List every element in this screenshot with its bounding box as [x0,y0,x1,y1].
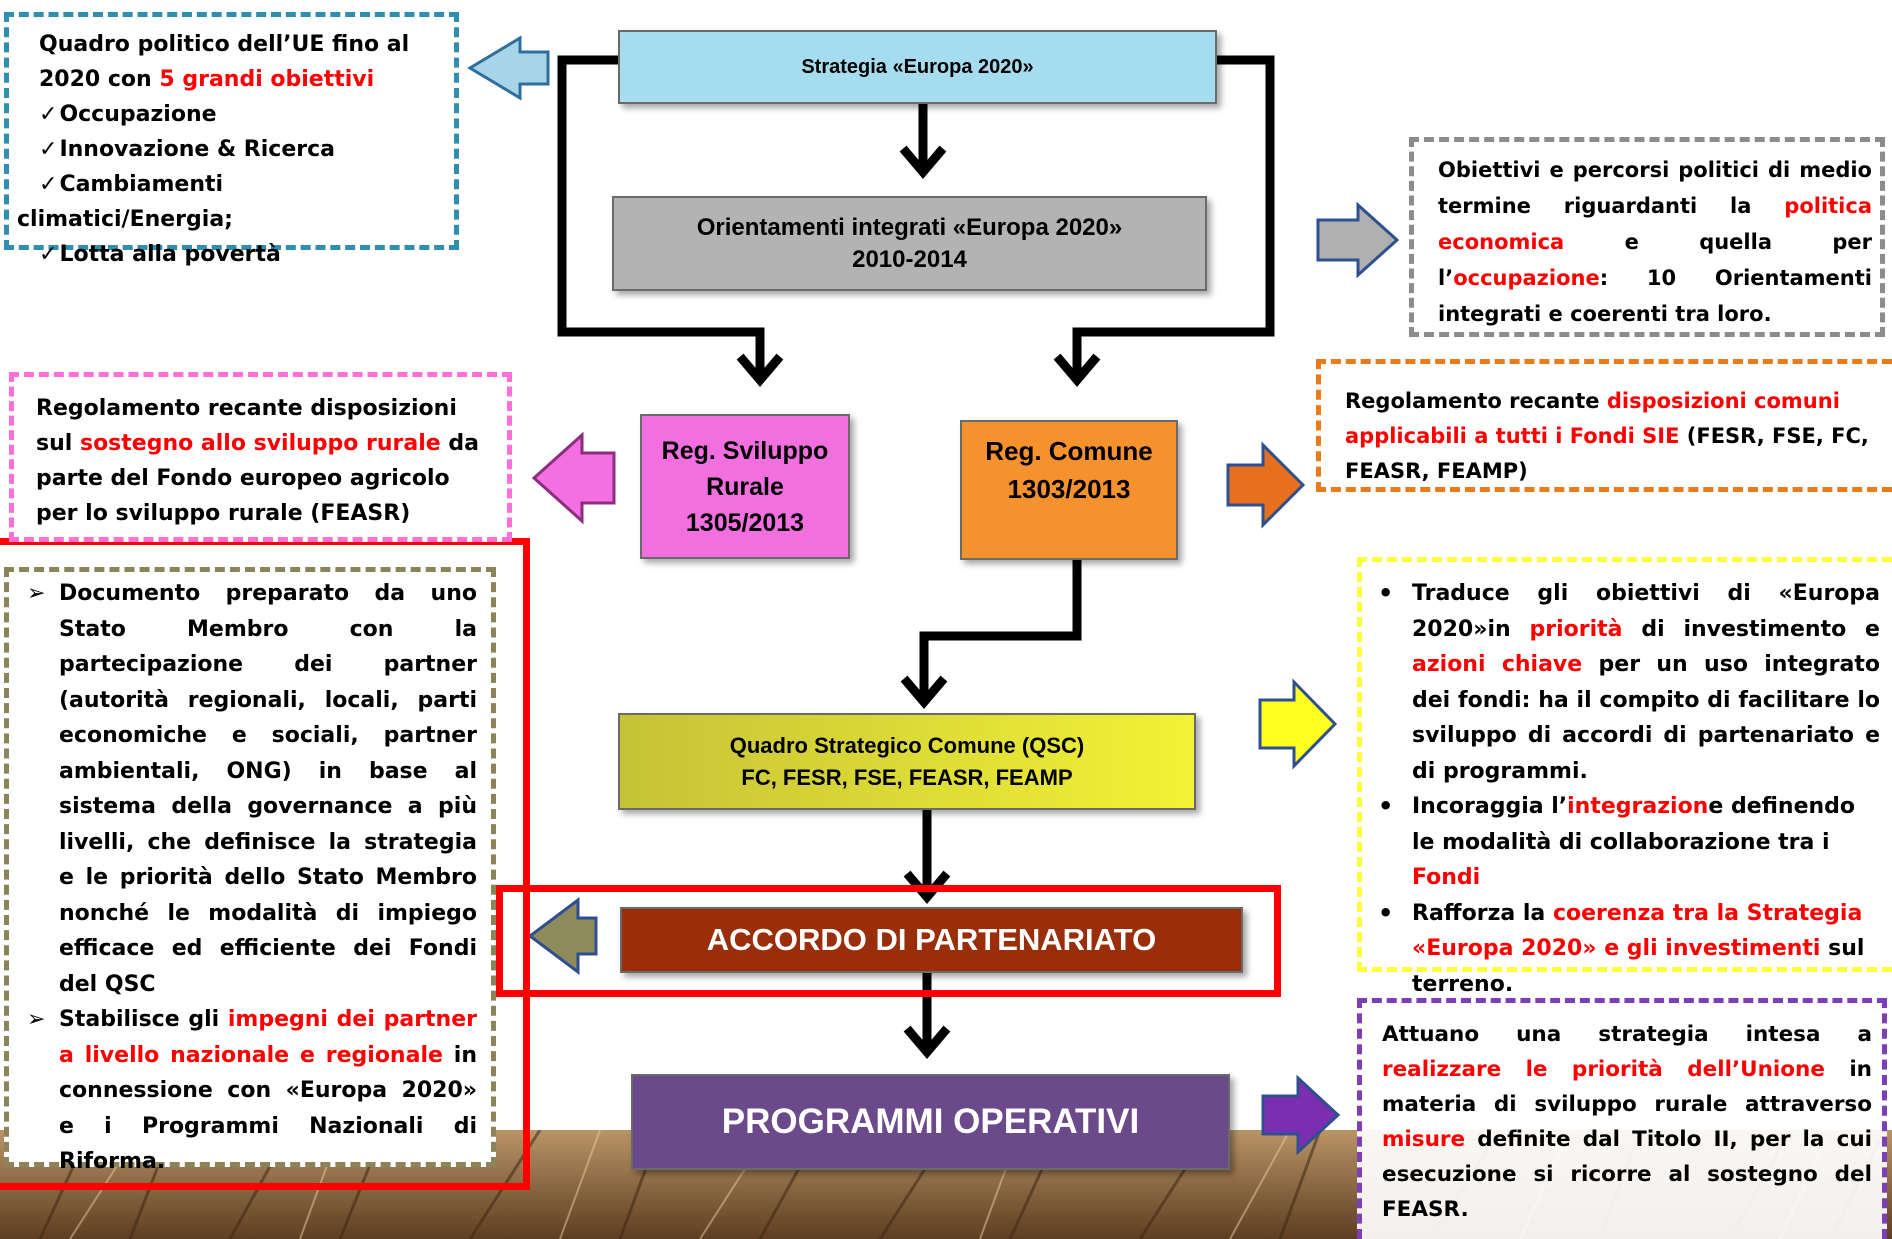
strategia-label: Strategia «Europa 2020» [801,55,1034,78]
quadro-politico-note: Quadro politico dell’UE fino al 2020 con… [4,12,459,267]
reg-comuni-highlight: disposizioni comuni applicabili a tutti … [1345,389,1840,448]
quadro-line2-text: 2020 con [39,67,160,92]
quadro-line1: Quadro politico dell’UE fino al [39,32,410,57]
attuano-text1: Attuano una strategia intesa a [1382,1022,1872,1047]
attuano-note: Attuano una strategia intesa a realizzar… [1357,998,1887,1239]
left-arrow-pink [531,431,616,525]
right-arrow-yellow [1258,678,1338,770]
traduce-bullets: Traduce gli obiettivi di «Europa 2020»in… [1362,576,1880,1002]
reg-sviluppo-line3: 1305/2013 [685,508,805,537]
traduce-b3-highlight: coerenza tra la Strategia «Europa 2020» … [1412,900,1863,962]
quadro-objective: Innovazione & Ricerca [39,132,440,167]
traduce-b1-highlight1: priorità [1529,616,1623,642]
traduce-bullet: Traduce gli obiettivi di «Europa 2020»in… [1362,576,1880,789]
qsc-line1: Quadro Strategico Comune (QSC) [729,732,1085,758]
documento-bullet: Stabilisce gli impegni dei partner a liv… [21,1002,477,1180]
traduce-b1-text2: di investimento e [1622,616,1880,642]
reg-comune-line2: 1303/2013 [1007,474,1131,504]
quadro-objectives-2: Lotta alla povertà [39,237,440,272]
reg-sostegno-highlight: sostegno allo sviluppo rurale [79,431,441,456]
orientamenti-years: 2010-2014 [852,245,967,273]
traduce-b1-text3: per un uso integrato dei fondi: ha il co… [1412,652,1880,784]
quadro-objective-cont: climatici/Energia; [17,207,233,232]
documento-bullets: Documento preparato da uno Stato Membro … [21,576,477,1180]
traduce-b2-highlight2: Fondi [1412,865,1481,890]
traduce-b2-highlight1: integrazion [1567,794,1709,819]
documento-b2-text2: in connessione con «Europa 2020» e i Pro… [59,1042,477,1175]
reg-comuni-text2: (FESR, FSE, FC, FEASR, FEAMP) [1345,424,1869,483]
orientamenti-title: Orientamenti integrati «Europa 2020» [696,213,1123,241]
quadro-objective: Lotta alla povertà [39,237,440,272]
reg-comune-line1: Reg. Comune [985,436,1153,466]
reg-sostegno-text2: da parte del Fondo europeo agricolo per … [36,431,479,526]
attuano-text3: definite dal Titolo II, per la cui esecu… [1382,1127,1872,1222]
traduce-bullet: Incoraggia l’integrazione definendo le m… [1362,789,1880,896]
right-arrow-orange [1226,441,1306,529]
traduce-b3-text1: Rafforza la [1412,900,1553,926]
right-arrow-purple [1261,1074,1341,1156]
qsc-box: Quadro Strategico Comune (QSC) FC, FESR,… [618,713,1196,810]
documento-b2-highlight: impegni dei partner a livello nazionale … [59,1007,477,1068]
obiettivi-text2: e quella per l’ [1438,230,1872,290]
obiettivi-highlight2: occupazione [1453,266,1600,290]
quadro-line2: 2020 con 5 grandi obiettivi [39,62,440,97]
reg-sviluppo-line1: Reg. Sviluppo [661,436,829,465]
documento-note: Documento preparato da uno Stato Membro … [4,567,496,1174]
accordo-box: ACCORDO DI PARTENARIATO [620,907,1243,973]
documento-b2-text1: Stabilisce gli [59,1007,228,1032]
right-arrow-grey [1316,201,1400,279]
traduce-b2-text2: e definendo le modalità di collaborazion… [1412,794,1856,855]
attuano-highlight2: misure [1382,1127,1466,1152]
obiettivi-highlight1: politica economica [1438,194,1872,254]
quadro-objectives: Occupazione Innovazione & Ricerca Cambia… [39,97,440,202]
attuano-text2: in materia di sviluppo rurale attraverso [1382,1057,1872,1117]
traduce-b1-highlight2: azioni chiave [1412,652,1583,677]
strategia-box: Strategia «Europa 2020» [618,30,1217,104]
reg-comune-box: Reg. Comune 1303/2013 [960,420,1178,560]
traduce-b1-text1: Traduce gli obiettivi di «Europa 2020»in [1412,581,1880,642]
accordo-highlight-frame [496,885,1281,997]
orientamenti-box: Orientamenti integrati «Europa 2020» 201… [612,196,1207,291]
accordo-label: ACCORDO DI PARTENARIATO [706,922,1157,957]
traduce-bullet: Rafforza la coerenza tra la Strategia «E… [1362,896,1880,1003]
traduce-note: Traduce gli obiettivi di «Europa 2020»in… [1357,557,1892,997]
reg-sostegno-text1: Regolamento recante disposizioni sul [36,396,457,456]
reg-sviluppo-rurale-box: Reg. Sviluppo Rurale 1305/2013 [640,414,850,559]
traduce-b3-text2: sul terreno. [1412,936,1865,997]
programmi-label: PROGRAMMI OPERATIVI [721,1102,1140,1141]
reg-comuni-note: Regolamento recante disposizioni comuni … [1316,359,1892,492]
left-arrow-teal [467,35,550,101]
reg-sviluppo-line2: Rurale [706,472,784,501]
traduce-b2-text1: Incoraggia l’ [1412,794,1568,819]
obiettivi-text3: : 10 Orientamenti integrati e coerenti t… [1438,266,1872,326]
reg-sostegno-note: Regolamento recante disposizioni sul sos… [9,372,512,542]
quadro-highlight: 5 grandi obiettivi [159,67,375,92]
programmi-box: PROGRAMMI OPERATIVI [631,1074,1230,1170]
quadro-objective: Cambiamenti [39,167,440,202]
obiettivi-text1: Obiettivi e percorsi politici di medio t… [1438,158,1872,218]
qsc-line2: FC, FESR, FSE, FEASR, FEAMP [741,764,1073,790]
reg-comuni-text1: Regolamento recante [1345,389,1607,413]
documento-bullet: Documento preparato da uno Stato Membro … [21,576,477,1002]
left-arrow-olive [527,897,598,975]
quadro-objective: Occupazione [39,97,440,132]
attuano-highlight1: realizzare le priorità dell’Unione [1382,1057,1825,1082]
obiettivi-note: Obiettivi e percorsi politici di medio t… [1409,137,1885,337]
